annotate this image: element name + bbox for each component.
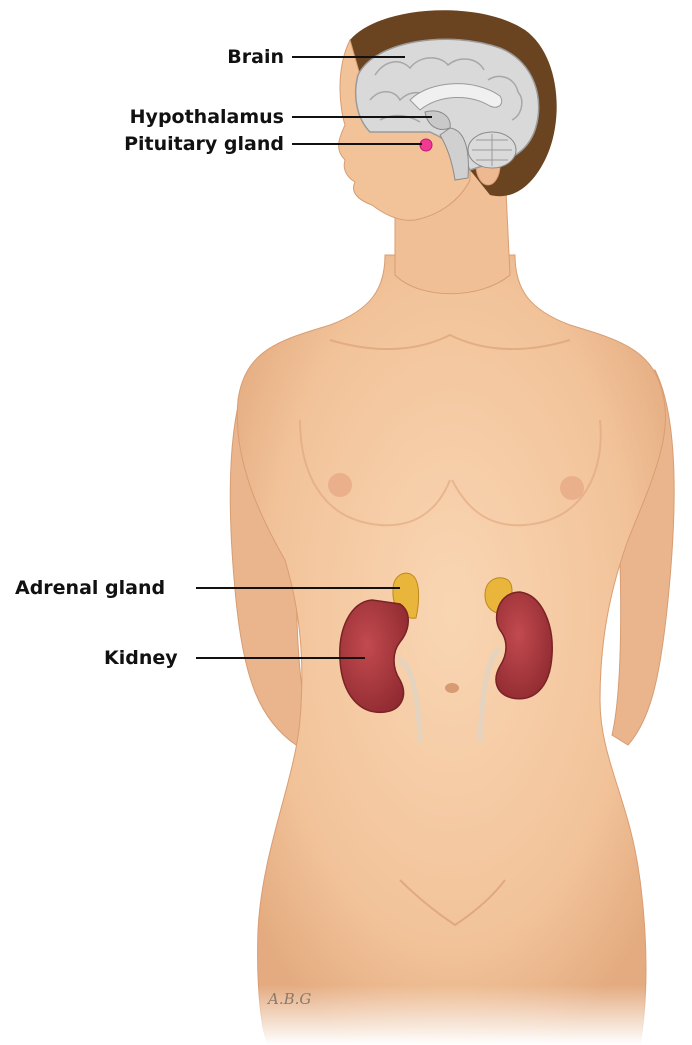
pituitary-gland-label: Pituitary gland xyxy=(124,133,284,155)
artist-signature: A.B.G xyxy=(268,990,311,1008)
left-nipple xyxy=(328,473,352,497)
adrenal-gland-label: Adrenal gland xyxy=(15,577,165,599)
brain-label: Brain xyxy=(227,46,284,68)
hypothalamus-label: Hypothalamus xyxy=(130,106,284,128)
navel xyxy=(445,683,459,693)
right-nipple xyxy=(560,476,584,500)
torso xyxy=(237,255,665,1045)
kidney-label: Kidney xyxy=(104,647,178,669)
